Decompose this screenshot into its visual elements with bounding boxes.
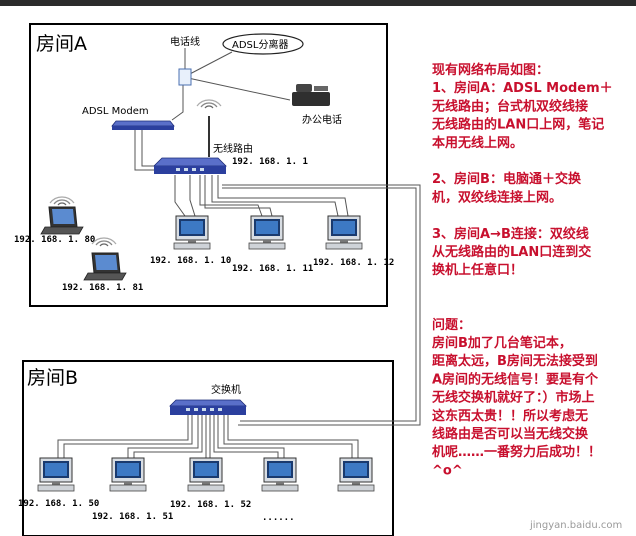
desktop-b4-icon [261, 457, 299, 492]
desktop-b5-icon [337, 457, 375, 492]
desktop-b3-icon [187, 457, 225, 492]
room-a-cables [134, 48, 349, 217]
router-wifi-icon [196, 99, 222, 109]
laptop-1-wifi-icon [49, 196, 75, 206]
notes-line: 从无线路由的LAN口连到交 [432, 244, 591, 260]
room-b-frame [22, 360, 394, 536]
room-a-to-b-cable [222, 184, 421, 426]
notes-line: 房间B加了几台笔记本， [432, 335, 572, 351]
adsl-modem-icon [111, 120, 175, 130]
notes-line: 这东西太贵！！所以考虑无 [432, 408, 588, 424]
top-dark-bar [0, 0, 636, 6]
room-a-title: 房间A [36, 33, 87, 55]
desktop-a1-ip: 192. 168. 1. 10 [150, 256, 231, 266]
phone-line-label: 电话线 [170, 35, 200, 48]
desktop-b2-ip: 192. 168. 1. 51 [92, 512, 173, 522]
notes-line: 无线交换机就好了：）市场上 [431, 390, 595, 406]
room-b-cables [57, 415, 359, 458]
notes-line: 无线路由；台式机双绞线接 [431, 98, 588, 114]
notes-line: 换机上任意口！ [432, 262, 523, 278]
switch-label: 交换机 [211, 383, 241, 396]
switch-icon [169, 399, 247, 415]
router-ip: 192. 168. 1. 1 [232, 157, 308, 167]
notes-line: 2、房间B：电脑通＋交换 [432, 171, 582, 187]
desktop-b3-ip: 192. 168. 1. 52 [170, 500, 251, 510]
splitter-label: ADSL分离器 [232, 38, 288, 51]
notes-line: 现有网络布局如图： [432, 62, 549, 78]
desktop-a2-icon [248, 215, 286, 250]
notes-line: ^o^ [432, 463, 463, 478]
room-b-title: 房间B [27, 367, 78, 389]
desktop-b1-icon [37, 457, 75, 492]
notes-line: 1、房间A：ADSL Modem＋ [432, 80, 613, 96]
phone-jack-icon [178, 68, 192, 86]
notes-line: A房间的无线信号！要是有个 [432, 371, 599, 387]
wireless-router-icon [153, 157, 227, 174]
watermark: jingyan.baidu.com [529, 520, 622, 531]
notes-line: 无线路由的LAN口上网，笔记 [431, 117, 604, 133]
laptop-2-wifi-icon [91, 237, 117, 247]
office-phone-icon [292, 84, 330, 106]
notes-line: 距离太远，B房间无法接受到 [432, 353, 598, 369]
notes-line: 线路由是否可以当无线交换 [432, 426, 589, 442]
notes-line: 问题： [432, 317, 471, 333]
adsl-splitter-bubble [222, 33, 304, 55]
notes-panel: 现有网络布局如图： 1、房间A：ADSL Modem＋ 无线路由；台式机双绞线接无… [431, 62, 613, 478]
laptop-2-ip: 192. 168. 1. 81 [62, 283, 143, 293]
room-a-frame [29, 23, 388, 307]
office-phone-label: 办公电话 [302, 113, 342, 126]
modem-label: ADSL Modem [82, 106, 149, 117]
desktop-a1-icon [173, 215, 211, 250]
desktop-b2-icon [109, 457, 147, 492]
laptop-2-icon [83, 252, 127, 281]
desktop-a3-ip: 192. 168. 1. 12 [313, 258, 394, 268]
router-label: 无线路由 [213, 142, 253, 155]
notes-line: 机呢……一番努力后成功！！ [432, 444, 601, 460]
laptop-1-icon [40, 206, 84, 235]
more-dots: ...... [262, 513, 295, 523]
desktop-a3-icon [325, 215, 363, 250]
notes-line: 本用无线上网。 [432, 135, 523, 151]
notes-line: 3、房间A→B连接：双绞线 [432, 226, 589, 242]
laptop-1-ip: 192. 168. 1. 80 [14, 235, 95, 245]
desktop-a2-ip: 192. 168. 1. 11 [232, 264, 313, 274]
notes-line: 机，双绞线连接上网。 [432, 189, 562, 205]
desktop-b1-ip: 192. 168. 1. 50 [18, 499, 99, 509]
